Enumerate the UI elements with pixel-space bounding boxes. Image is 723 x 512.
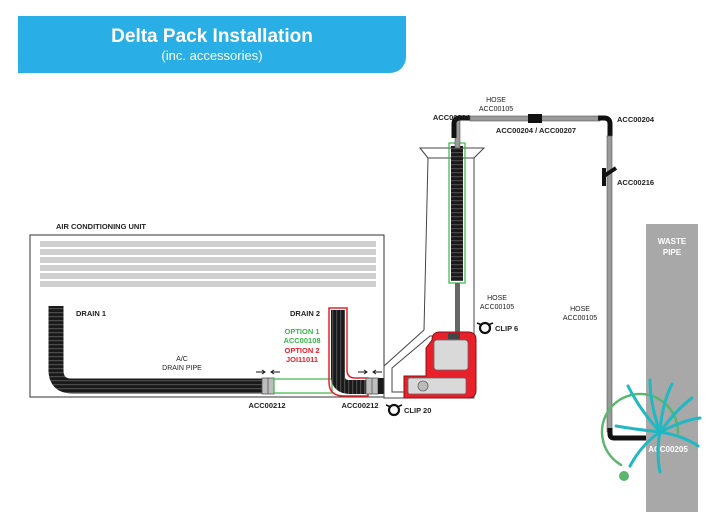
hose-top-label-1: HOSE <box>486 97 506 104</box>
drain1-label: DRAIN 1 <box>76 309 106 318</box>
title-banner: Delta Pack Installation (inc. accessorie… <box>18 16 406 73</box>
pump-unit <box>403 331 477 399</box>
connector-acc205 <box>607 428 650 441</box>
hose-top-label-2: ACC00105 <box>479 106 513 113</box>
ac-unit-vents <box>40 241 376 287</box>
air-conditioning-unit: AIR CONDITIONING UNIT <box>29 222 385 398</box>
clip20: CLIP 20 <box>385 403 431 417</box>
acc204-mid-label: ACC00204 / ACC00207 <box>496 126 576 135</box>
acc205-label: ACC00205 <box>648 445 688 454</box>
acc212-right-label: ACC00212 <box>341 401 378 410</box>
option1-code: ACC00108 <box>283 336 320 345</box>
elbow-acc204-left <box>451 115 470 138</box>
connector-acc207 <box>528 114 542 123</box>
elbow-acc204-right <box>598 115 613 136</box>
drain1-pipe: DRAIN 1 A/C DRAIN PIPE <box>48 306 262 394</box>
waste-pipe: WASTE PIPE ACC00205 <box>646 224 698 512</box>
hose-mid-label-1: HOSE <box>487 295 507 302</box>
option1-label: OPTION 1 <box>284 327 319 336</box>
pump-vertical-tube <box>448 142 466 333</box>
clip-icon <box>387 403 401 417</box>
clip-icon <box>478 321 492 335</box>
waste-pipe-label-1: WASTE <box>658 237 687 246</box>
hose-right-label-1: HOSE <box>570 306 590 313</box>
clip20-label: CLIP 20 <box>404 406 431 415</box>
ac-unit-label: AIR CONDITIONING UNIT <box>56 222 146 231</box>
drain2-pipe: DRAIN 2 OPTION 1 ACC00108 OPTION 2 JOI11… <box>283 307 369 397</box>
hose-right-label-2: ACC00105 <box>563 315 597 322</box>
option2-label: OPTION 2 <box>284 346 319 355</box>
arrow-left-icon <box>372 369 382 375</box>
clip6-label: CLIP 6 <box>495 324 518 333</box>
brand-logo-icon <box>600 378 702 481</box>
drain2-label: DRAIN 2 <box>290 309 320 318</box>
arrow-left-icon <box>270 369 280 375</box>
acc216-label: ACC00216 <box>617 178 654 187</box>
acc204-left-label: ACC00204 <box>433 113 471 122</box>
acc204-right-label: ACC00204 <box>617 115 655 124</box>
valve-acc216 <box>602 166 618 186</box>
hose-mid-label-2: ACC00105 <box>480 304 514 311</box>
discharge-hose: ACC00204 HOSE ACC00105 ACC00204 / ACC002… <box>433 97 655 441</box>
acc212-left-label: ACC00212 <box>248 401 285 410</box>
page-title: Delta Pack Installation <box>111 26 313 47</box>
waste-pipe-label-2: PIPE <box>663 248 682 257</box>
ac-drain-pipe-label-2: DRAIN PIPE <box>162 365 202 372</box>
arrow-right-icon <box>358 369 368 375</box>
arrow-right-icon <box>256 369 266 375</box>
ac-drain-pipe-label-1: A/C <box>176 356 188 363</box>
option2-code: JOI11011 <box>286 355 318 364</box>
option1-outline <box>273 378 333 394</box>
page-subtitle: (inc. accessories) <box>161 48 263 63</box>
clip6: CLIP 6 <box>476 321 518 335</box>
connector-acc212-left: ACC00212 <box>248 369 333 410</box>
